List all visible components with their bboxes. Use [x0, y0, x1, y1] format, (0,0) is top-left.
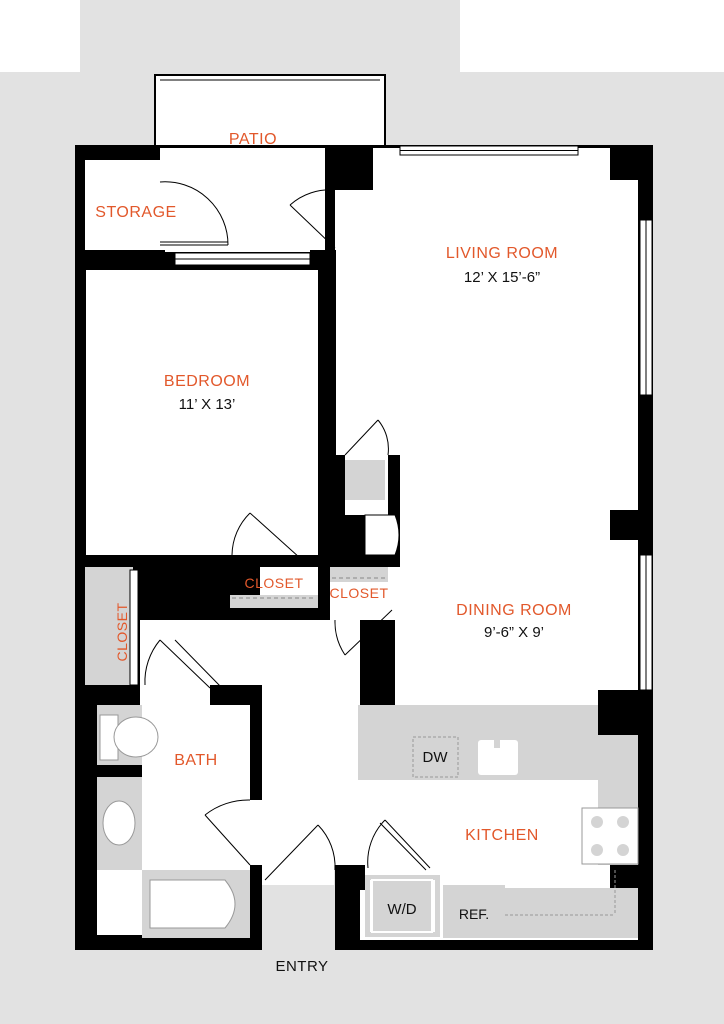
kitchen-sink — [478, 740, 518, 775]
storage-door — [159, 181, 229, 246]
side-closet-label: CLOSET — [114, 602, 130, 661]
bedroom-closet-label: CLOSET — [244, 575, 303, 591]
living-room-dimensions: 12’ X 15’-6” — [464, 269, 540, 286]
kitchen-counter-bottom — [505, 888, 638, 938]
kitchen-island — [358, 705, 598, 735]
living-room-floor — [335, 155, 638, 515]
bedroom-closet-area — [230, 595, 318, 608]
bedroom-label: BEDROOM — [164, 373, 250, 390]
living-room-label: LIVING ROOM — [446, 245, 558, 262]
refrigerator — [443, 885, 505, 938]
burner-icon — [617, 816, 629, 828]
storage-label: STORAGE — [95, 204, 176, 221]
dishwasher-label: DW — [423, 749, 449, 766]
kitchen-label: KITCHEN — [465, 827, 539, 844]
kitchen-fixtures — [358, 705, 639, 938]
toilet-bowl — [113, 716, 159, 758]
closet-shelves — [85, 460, 400, 686]
side-closet-area — [85, 567, 133, 685]
center-closet-area — [330, 567, 388, 582]
bath-fixtures — [97, 705, 250, 938]
utility-door — [344, 419, 389, 456]
entry-door — [264, 824, 336, 881]
patio-door — [289, 189, 336, 249]
bedroom-closet-door — [231, 512, 301, 559]
faucet-icon — [494, 738, 500, 748]
storage-floor — [85, 160, 160, 250]
center-closet-label: CLOSET — [329, 585, 388, 601]
burner-icon — [591, 816, 603, 828]
surround-top-left — [80, 0, 460, 72]
bath-sink — [102, 800, 136, 846]
washer-dryer-label: W/D — [387, 901, 416, 918]
bath-door-lower — [204, 799, 251, 866]
bath-door — [144, 639, 211, 689]
patio-label: PATIO — [229, 131, 277, 148]
dining-room-label: DINING ROOM — [456, 602, 572, 619]
dining-room-dimensions: 9’-6” X 9’ — [484, 624, 544, 641]
center-closet-door — [334, 609, 393, 656]
burner-icon — [591, 844, 603, 856]
laundry-door — [367, 819, 431, 869]
doors — [144, 181, 431, 881]
windows — [174, 145, 653, 691]
dining-room-floor — [395, 515, 638, 705]
bedroom-dimensions: 11’ X 13’ — [179, 396, 236, 413]
burner-icon — [617, 844, 629, 856]
refrigerator-label: REF. — [459, 906, 489, 922]
utility-box — [345, 460, 385, 500]
stove — [581, 807, 639, 865]
bedroom-floor — [86, 270, 318, 555]
bath-label: BATH — [174, 752, 217, 769]
entry-label: ENTRY — [275, 958, 328, 975]
dishwasher — [412, 736, 459, 778]
labels: PATIO STORAGE LIVING ROOM 12’ X 15’-6” B… — [95, 131, 572, 975]
interior-walls — [75, 145, 653, 950]
